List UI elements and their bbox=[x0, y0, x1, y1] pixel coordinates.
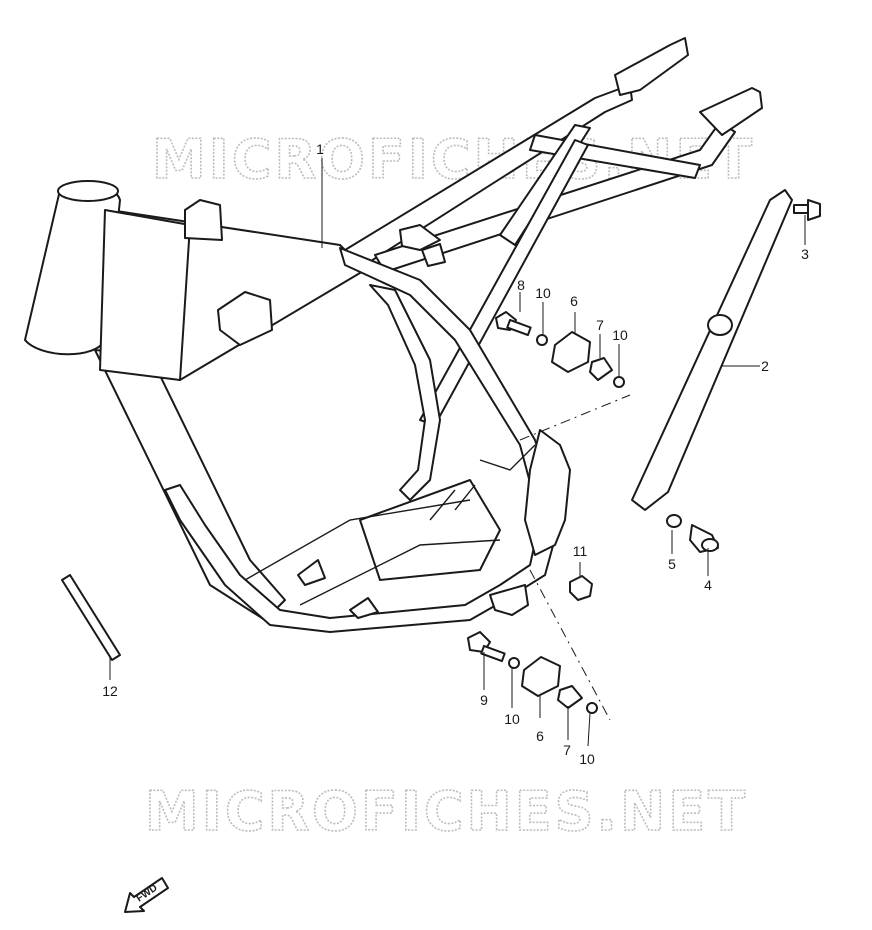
bushing-6-lower bbox=[521, 656, 561, 697]
tab-small-b bbox=[349, 597, 379, 619]
callout-6a: 6 bbox=[570, 293, 578, 309]
callout-2: 2 bbox=[761, 358, 769, 374]
callout-10b: 10 bbox=[612, 327, 628, 343]
tab-small-c bbox=[399, 224, 441, 251]
bolt-9-shank bbox=[480, 645, 506, 663]
engine-mount-plate bbox=[359, 479, 501, 581]
lower-bracket bbox=[489, 584, 529, 616]
callout-10a: 10 bbox=[535, 285, 551, 301]
bolt-4 bbox=[689, 524, 719, 553]
callout-10c: 10 bbox=[504, 711, 520, 727]
collar-7-lower bbox=[557, 685, 583, 709]
watermark-bottom: MICROFICHES.NET bbox=[145, 780, 748, 843]
align-line-lower bbox=[529, 569, 611, 721]
washer-10-lower-b bbox=[586, 702, 598, 714]
center-down-tube bbox=[369, 284, 441, 501]
bushing-6-upper bbox=[551, 331, 591, 373]
subframe-tab-left bbox=[614, 37, 689, 96]
mount-set-upper bbox=[495, 311, 625, 388]
brace-part bbox=[631, 189, 793, 511]
inner-strut-b bbox=[299, 539, 501, 606]
washer-10-upper-b bbox=[613, 376, 625, 388]
washer-10-lower-a bbox=[508, 657, 520, 669]
bolt-8-shank bbox=[506, 319, 532, 337]
collar-7-upper bbox=[589, 357, 613, 381]
callout-8: 8 bbox=[517, 277, 525, 293]
front-down-tube bbox=[94, 349, 286, 621]
main-frame-part bbox=[24, 37, 763, 633]
callout-9: 9 bbox=[480, 692, 488, 708]
nut-11 bbox=[569, 575, 593, 601]
callout-10d: 10 bbox=[579, 751, 595, 767]
inner-strut-c bbox=[429, 484, 476, 521]
washer-5 bbox=[666, 514, 682, 528]
washer-10-upper-a bbox=[536, 334, 548, 346]
head-gusset bbox=[99, 209, 191, 381]
bolt-3 bbox=[793, 199, 821, 221]
callout-7a: 7 bbox=[596, 317, 604, 333]
mount-set-lower bbox=[467, 631, 598, 714]
tab-small-d bbox=[421, 243, 446, 267]
align-line-upper bbox=[519, 394, 631, 441]
callout-7b: 7 bbox=[563, 742, 571, 758]
callout-1: 1 bbox=[316, 141, 324, 157]
callout-6b: 6 bbox=[536, 728, 544, 744]
tab-small-a bbox=[297, 559, 326, 586]
subframe-tab-right bbox=[699, 87, 763, 136]
swingarm-gusset bbox=[524, 429, 571, 556]
tank-mount-tab bbox=[184, 199, 223, 241]
steering-head-top bbox=[57, 180, 119, 202]
bolt-4-flange bbox=[701, 538, 719, 552]
callout-5: 5 bbox=[668, 556, 676, 572]
inner-strut-a bbox=[244, 499, 471, 581]
callout-12: 12 bbox=[102, 683, 118, 699]
bolt-3-head bbox=[807, 199, 821, 221]
cross-mount-bracket bbox=[217, 291, 273, 346]
label-12 bbox=[61, 574, 121, 661]
align-guide-upper bbox=[479, 444, 536, 471]
callout-4: 4 bbox=[704, 577, 712, 593]
leader-10d bbox=[587, 712, 591, 747]
fwd-arrow: FWD bbox=[124, 877, 169, 913]
brace-mount-eye bbox=[707, 314, 733, 336]
callout-3: 3 bbox=[801, 246, 809, 262]
fwd-arrow-icon bbox=[124, 877, 169, 913]
callout-11: 11 bbox=[573, 543, 588, 559]
brace-bar bbox=[631, 189, 793, 511]
